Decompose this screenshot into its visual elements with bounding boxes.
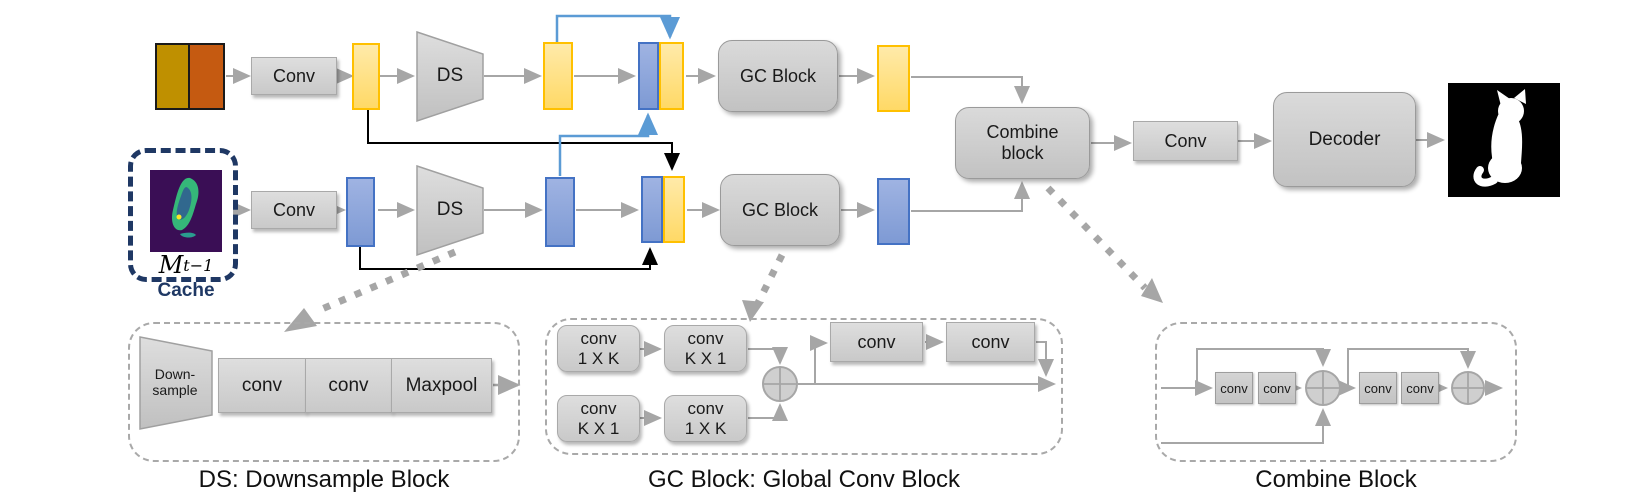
output-mask-image [1448,83,1560,197]
gc-block-top: GC Block [718,40,838,112]
combine-detail-arrows [1161,348,1503,444]
combine-detail-conv4: conv [1401,372,1439,404]
ds-detail-maxpool: Maxpool [391,358,492,413]
dotted-leader-arrowheads [284,278,1163,332]
ds-trapezoid-bottom [416,164,484,257]
gc-detail-box [545,318,1063,455]
gc-detail-tail-conv1: conv [830,322,923,362]
add-icon [762,366,798,402]
gc-block-bottom-label: GC Block [741,199,819,220]
combine-block: Combine block [955,107,1090,179]
downsample-trapezoid-label: Down- sample [152,365,198,398]
add-icon [1305,370,1341,406]
conv-block-bottom: Conv [251,191,337,229]
gc-detail-arrows [640,334,1056,426]
gray-flow-arrows [226,68,1445,218]
gc-detail-conv-1xk-top: conv 1 X K [557,325,640,372]
gc-detail-caption: GC Block: Global Conv Block [647,466,961,493]
decoder-block: Decoder [1273,92,1416,187]
ds-block-bottom-label: DS [436,199,464,220]
gc-detail-conv-1xk-bottom: conv 1 X K [664,395,747,442]
cache-box [128,148,238,282]
gc-detail-tail-conv2: conv [946,322,1035,362]
combine-detail-conv2: conv [1258,372,1296,404]
gc-block-top-label: GC Block [739,65,817,86]
add-icon [1451,371,1485,405]
input-frame-left [155,43,190,110]
conv-block-bottom-label: Conv [272,199,316,220]
feature-map-blue-3 [877,178,910,245]
cache-label: Cache [157,280,215,301]
dotted-leader-lines [313,185,1148,316]
cat-silhouette-icon [1473,89,1526,187]
ds-detail-box [128,322,520,462]
concat-yellow-top [659,42,684,110]
feature-map-blue-2 [545,177,575,247]
decoder-label: Decoder [1308,128,1381,150]
post-conv-block: Conv [1133,121,1238,161]
black-skip-connectors [359,110,680,270]
feature-map-blue-1 [346,177,375,247]
combine-block-label-line1: Combine [986,122,1059,143]
combine-block-label-line2: block [1001,143,1044,163]
combine-detail-conv1: conv [1215,372,1253,404]
post-conv-label: Conv [1164,130,1207,151]
ds-detail-conv1: conv [218,358,306,413]
ds-detail-conv2: conv [305,358,392,413]
input-frames-image [155,43,225,110]
conv-block-top-label: Conv [272,65,316,86]
concat-yellow-bottom [663,176,685,243]
concat-blue-top [638,42,659,110]
ds-detail-caption: DS: Downsample Block [198,466,450,493]
ds-trapezoid-top [416,30,484,123]
cache-mask-image [150,170,222,252]
gc-block-bottom: GC Block [720,174,840,246]
gc-detail-conv-kx1-top: conv K X 1 [664,325,747,372]
feature-map-yellow-1 [352,43,380,110]
concat-blue-bottom [641,176,663,243]
combine-detail-box [1155,322,1517,462]
downsample-trapezoid [139,336,213,430]
conv-block-top: Conv [251,57,337,95]
feature-map-yellow-2 [543,42,573,110]
gc-detail-conv-kx1-bottom: conv K X 1 [557,395,640,442]
blue-skip-connectors [555,14,680,176]
feature-map-yellow-3 [877,45,910,112]
input-frame-right [190,43,225,110]
ds-block-top-label: DS [436,65,464,86]
combine-detail-caption: Combine Block [1255,466,1417,493]
combine-detail-conv3: conv [1359,372,1397,404]
